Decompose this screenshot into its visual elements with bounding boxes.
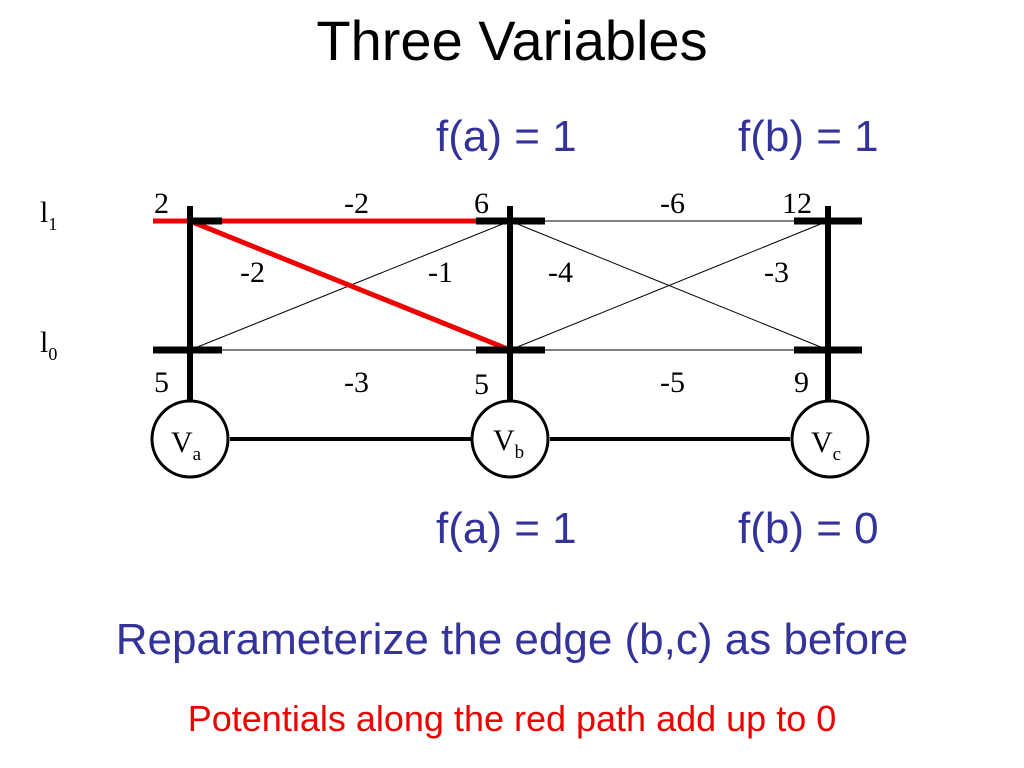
pairwise-bc-00: -5 [660, 366, 685, 399]
red-edge-a1-b0 [189, 218, 511, 353]
node-a [150, 399, 230, 479]
top-label-fa: f(a) = 1 [436, 112, 577, 161]
pairwise-ab-11: -2 [344, 187, 369, 220]
pairwise-ab-01: -1 [428, 256, 453, 289]
bottom-label-fa: f(a) = 1 [436, 504, 577, 553]
unary-b-1: 6 [474, 187, 489, 220]
slide-title: Three Variables [316, 9, 708, 72]
edge-b0-c1 [509, 220, 829, 351]
top-label-fb: f(b) = 1 [738, 112, 879, 161]
unary-a-0: 5 [154, 366, 169, 399]
bottom-label-fb: f(b) = 0 [738, 504, 879, 553]
unary-a-1: 2 [154, 187, 169, 220]
pairwise-bc-01: -3 [764, 256, 789, 289]
pairwise-bc-11: -6 [660, 187, 685, 220]
node-b-label: Vb [493, 424, 524, 463]
pairwise-ab-00: -3 [344, 366, 369, 399]
node-a-label: Va [171, 426, 202, 465]
caption-reparameterize: Reparameterize the edge (b,c) as before [115, 615, 909, 664]
node-b [470, 399, 550, 479]
caption-red-path: Potentials along the red path add up to … [187, 698, 837, 739]
row-label-l1: l1 [40, 196, 57, 234]
unary-b-0: 5 [474, 368, 489, 401]
pairwise-bc-10: -4 [548, 256, 573, 289]
unary-c-0: 9 [794, 366, 809, 399]
node-c-label: Vc [811, 426, 841, 465]
node-c [790, 399, 870, 479]
row-label-l0: l0 [40, 326, 57, 364]
pairwise-ab-10: -2 [240, 256, 265, 289]
unary-c-1: 12 [782, 187, 812, 220]
